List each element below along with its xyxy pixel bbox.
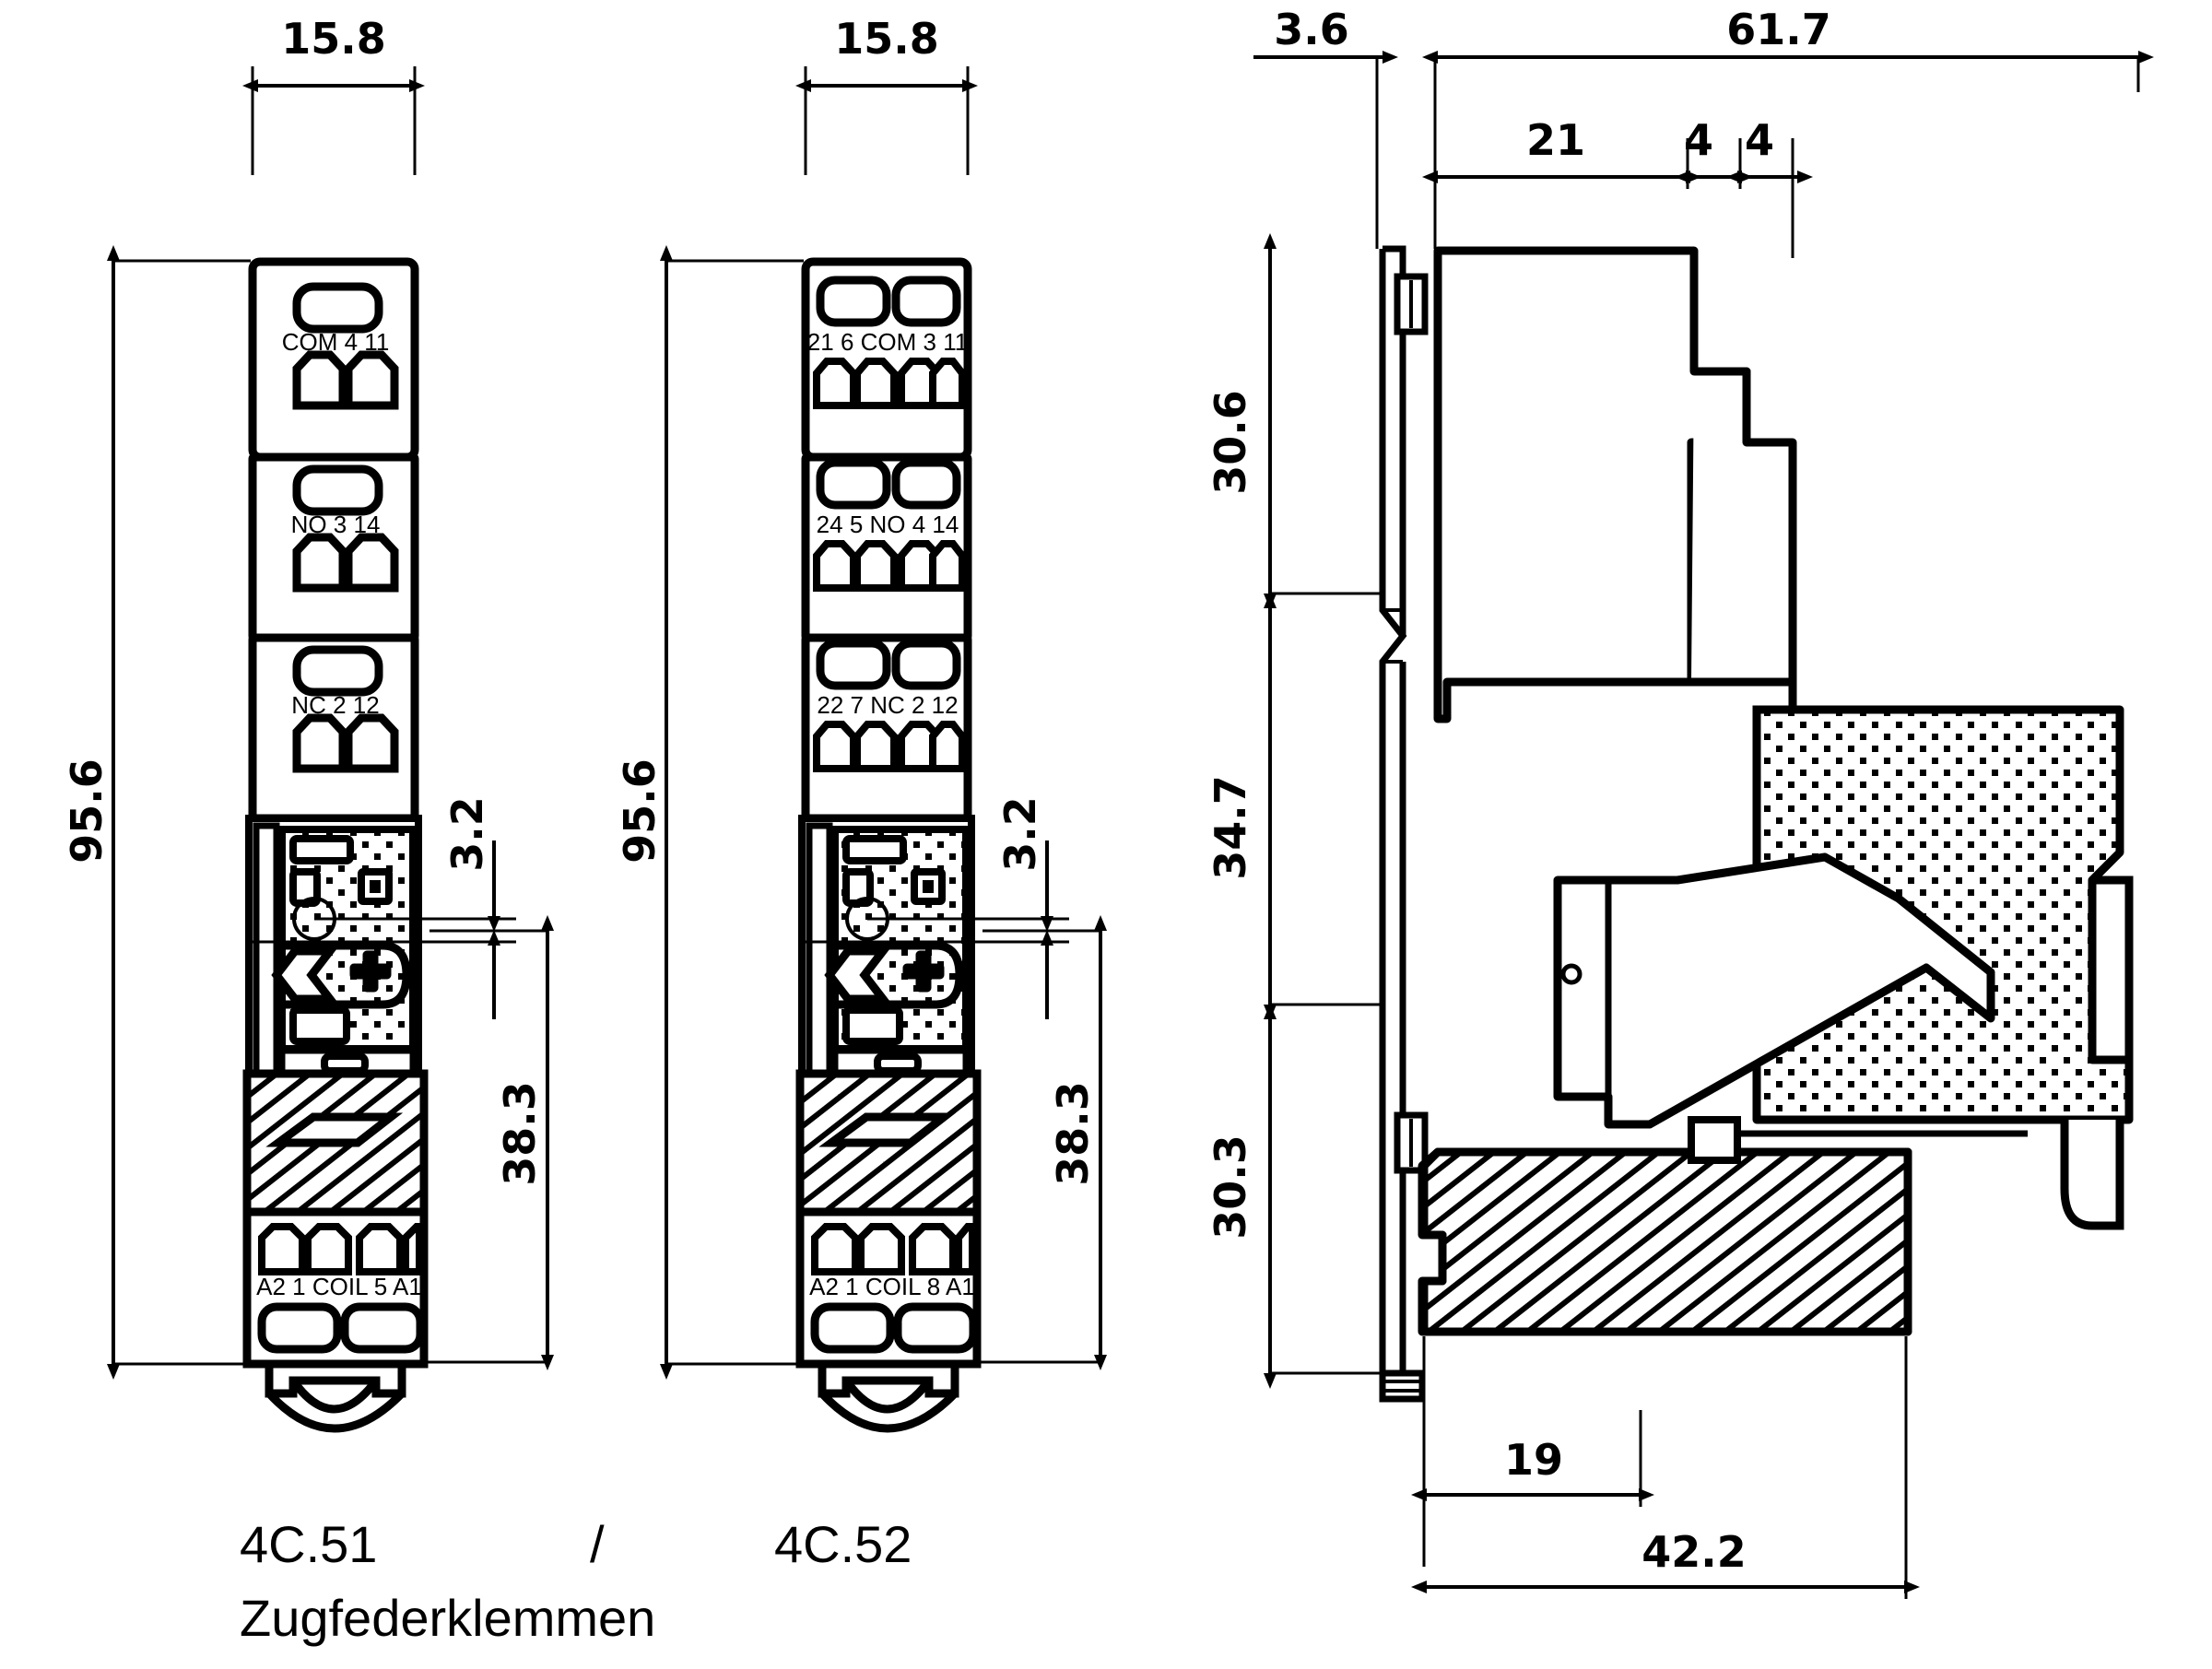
dimension-text-layer: 15.8 95.6 3.2 38.3 15.8 95.6 3.2 38.3 3.… (62, 5, 1831, 1577)
socket-profile (1433, 246, 1797, 756)
dim-label-34-7: 34.7 (1206, 775, 1255, 880)
terminal-label-1-4c52: 21 6 COM 3 11 (807, 328, 968, 356)
din-rail-clip-4c52 (818, 1364, 959, 1433)
side-view (1253, 51, 2154, 1599)
front-view-4c51 (107, 66, 554, 1433)
terminal-label-2-4c52: 24 5 NO 4 14 (817, 511, 959, 538)
dim-label-height-4c52: 95.6 (615, 758, 665, 864)
dim-height-4c52 (660, 245, 804, 1380)
dim-label-4-b: 4 (1745, 115, 1774, 165)
terminal-housing-4c52 (801, 257, 972, 823)
terminal-block-2-4c51[interactable] (292, 464, 399, 593)
dim-21-4-4 (1422, 138, 1813, 258)
test-lever-4c51[interactable] (271, 941, 411, 1009)
terminal-text-layer: COM 4 11 NO 3 14 NC 2 12 A2 1 COIL 5 A1 … (256, 328, 975, 1300)
caption-terminal-type: Zugfederklemmen (240, 1589, 655, 1647)
test-lever-4c52[interactable] (824, 941, 964, 1009)
front-view-4c52 (660, 66, 1107, 1433)
relay-module-side (1752, 705, 2134, 1124)
dim-width-4c52 (795, 66, 978, 175)
dim-3-2-4c52 (802, 840, 1069, 1019)
dim-38-3-4c52 (802, 915, 1107, 1370)
terminal-block-1-4c52[interactable] (813, 276, 966, 409)
coil-label-4c51: A2 1 COIL 5 A1 (256, 1273, 422, 1300)
terminal-label-3-4c52: 22 7 NC 2 12 (817, 691, 958, 719)
dim-34-7 (1264, 593, 1382, 1020)
relay-body-4c52 (798, 815, 975, 1095)
dim-label-3-6: 3.6 (1274, 5, 1349, 54)
terminal-housing-4c51 (248, 257, 419, 823)
dim-label-offset-4c52: 3.2 (995, 796, 1045, 872)
release-lever-side[interactable] (1553, 852, 1995, 1129)
dim-label-offset-4c51: 3.2 (442, 796, 492, 872)
dim-label-width-4c51: 15.8 (281, 14, 386, 64)
din-rail-clip-4c51 (265, 1364, 406, 1433)
dim-label-width-4c52: 15.8 (834, 14, 939, 64)
caption-model-4c51: 4C.51 (240, 1515, 377, 1573)
dim-label-4-a: 4 (1684, 115, 1713, 165)
dim-19 (1411, 1336, 1654, 1567)
dim-30-3 (1264, 1004, 1382, 1389)
dim-38-3-4c51 (249, 915, 554, 1370)
dim-3-2-4c51 (249, 840, 516, 1019)
dim-label-21: 21 (1526, 115, 1585, 165)
dim-42-2 (1411, 1336, 1920, 1599)
din-rail-foot (1379, 245, 1429, 1403)
label-plate-4c51 (242, 1069, 429, 1216)
terminal-block-3-4c52[interactable] (813, 639, 966, 772)
dim-label-lower-4c51: 38.3 (495, 1081, 545, 1186)
terminal-block-1-4c51[interactable] (292, 282, 399, 410)
dim-label-lower-4c52: 38.3 (1048, 1081, 1098, 1186)
terminal-label-1-4c51: COM 4 11 (282, 328, 390, 356)
coil-label-4c52: A2 1 COIL 8 A1 (809, 1273, 975, 1300)
relay-body-4c51 (245, 815, 422, 1095)
terminal-block-2-4c52[interactable] (813, 458, 966, 592)
terminal-label-2-4c51: NO 3 14 (291, 511, 381, 538)
label-plate-4c52 (795, 1069, 982, 1216)
terminal-block-3-4c51[interactable] (292, 645, 399, 773)
dim-height-4c51 (107, 245, 251, 1380)
terminal-label-3-4c51: NC 2 12 (291, 691, 379, 719)
dim-label-19: 19 (1504, 1435, 1563, 1485)
dim-label-30-3: 30.3 (1206, 1134, 1255, 1240)
mounting-block-side (1418, 1147, 1912, 1336)
dim-label-30-6: 30.6 (1206, 390, 1255, 495)
dim-label-61-7: 61.7 (1726, 5, 1831, 54)
dim-width-4c51 (242, 66, 425, 175)
caption-model-4c52: 4C.52 (774, 1515, 912, 1573)
caption-layer: 4C.51 / 4C.52 Zugfederklemmen (240, 1515, 912, 1647)
dim-label-height-4c51: 95.6 (62, 758, 112, 864)
dim-3-6 (1253, 51, 2154, 249)
dim-30-6 (1264, 233, 1382, 609)
relay-foot-side (1688, 1116, 2124, 1230)
dim-label-42-2: 42.2 (1641, 1527, 1747, 1577)
coil-block-4c51[interactable] (242, 1207, 429, 1369)
caption-separator: / (590, 1515, 605, 1573)
coil-block-4c52[interactable] (795, 1207, 982, 1369)
